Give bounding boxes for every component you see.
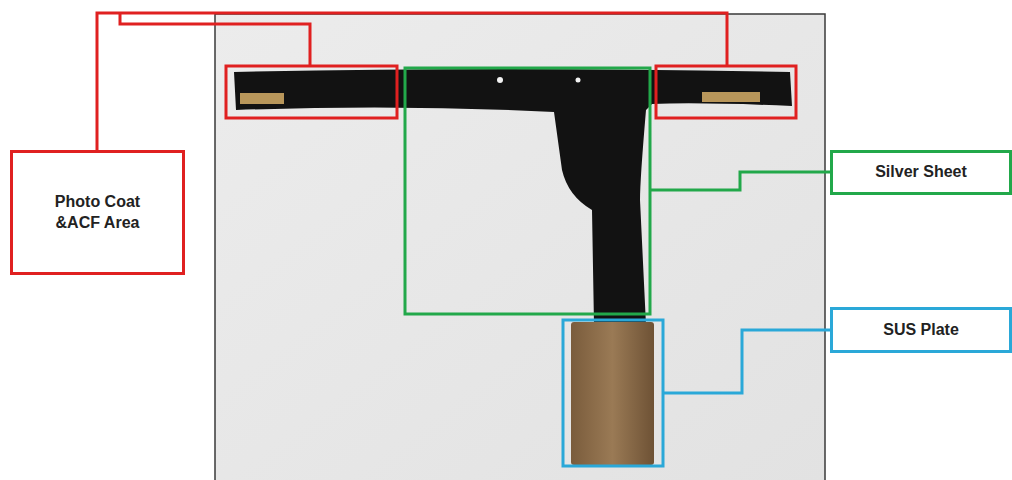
part-label: Silver Sheet	[875, 162, 967, 183]
leader-line	[97, 13, 727, 150]
part-label: SUS Plate	[883, 320, 959, 341]
leader-line	[120, 13, 310, 66]
photo-background	[215, 14, 825, 480]
highlight-box	[563, 320, 663, 466]
part-label: Photo Coat &ACF Area	[48, 192, 148, 234]
gold-pad	[240, 93, 284, 104]
highlight-box	[656, 66, 796, 118]
label-box: Silver Sheet	[830, 150, 1012, 195]
hole	[576, 78, 581, 83]
sus-plate	[571, 322, 654, 465]
gold-pad	[702, 92, 760, 102]
hole	[497, 77, 503, 83]
label-box: SUS Plate	[830, 307, 1012, 353]
flex-cable	[234, 69, 792, 325]
highlight-box	[405, 68, 650, 314]
label-box: Photo Coat &ACF Area	[10, 150, 185, 275]
leader-line	[663, 330, 830, 393]
highlight-box	[226, 66, 397, 118]
leader-line	[650, 172, 830, 190]
